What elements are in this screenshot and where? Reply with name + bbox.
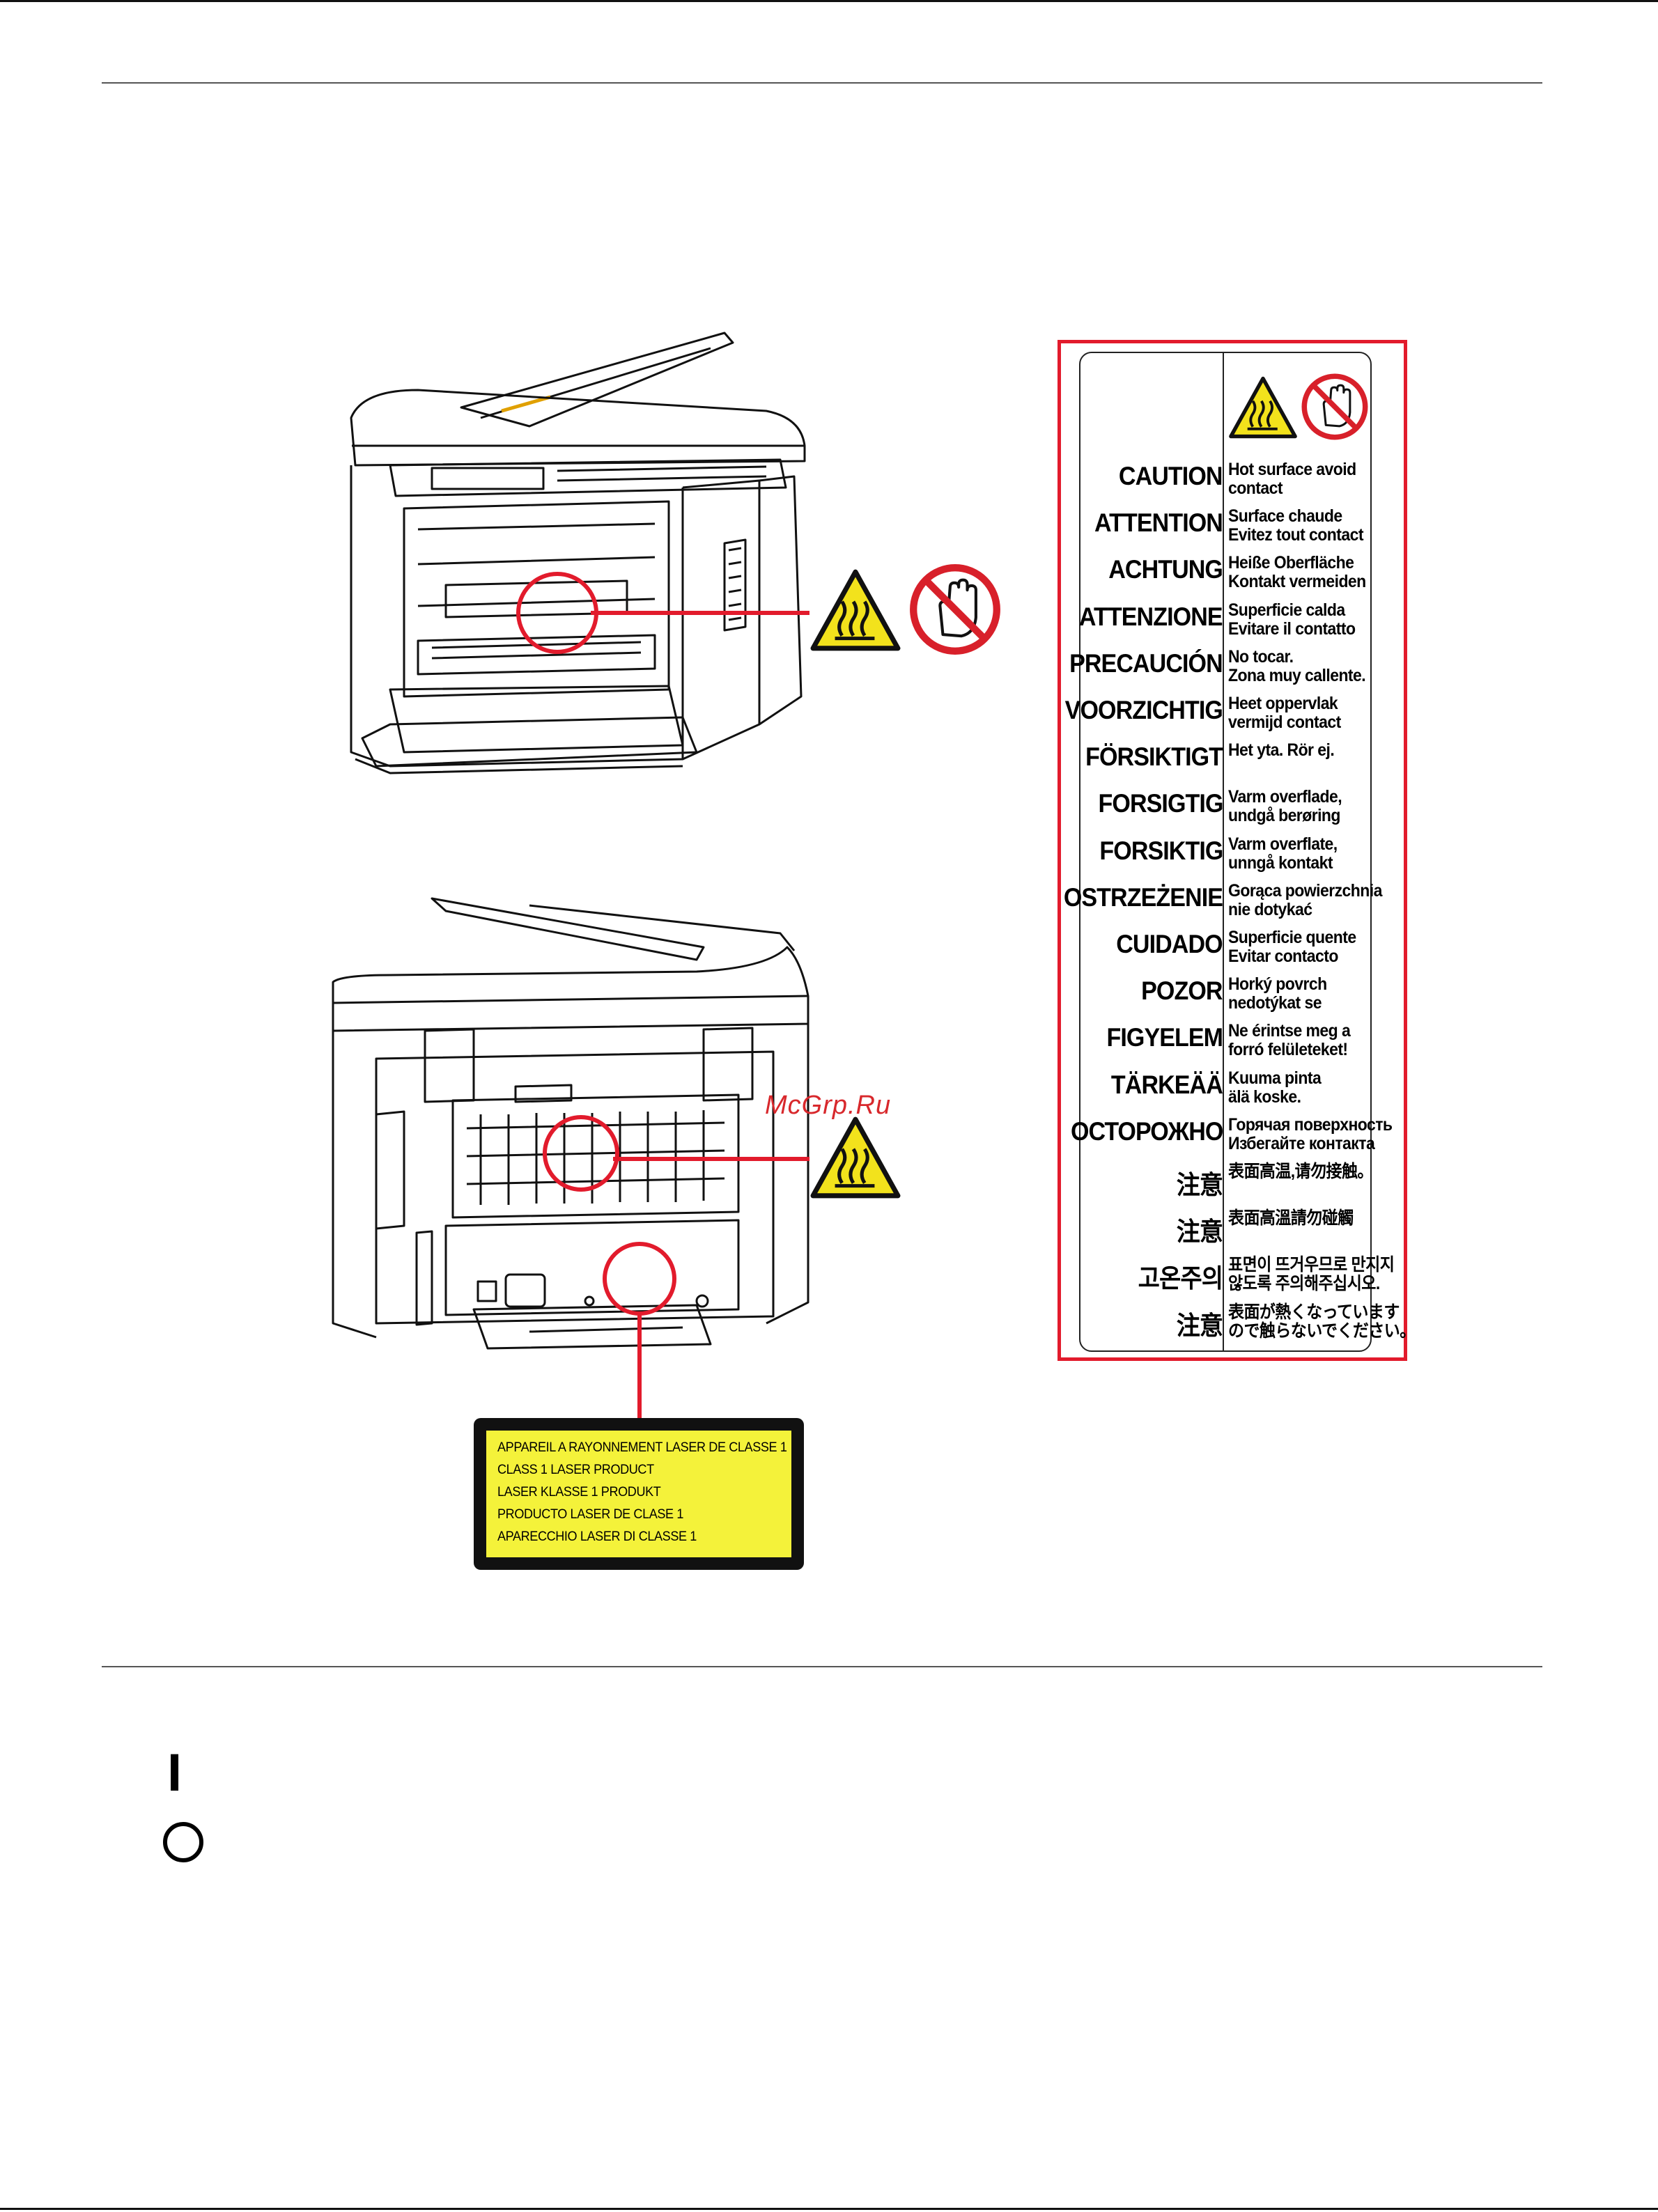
warning-word: VOORZICHTIG	[1064, 696, 1223, 724]
warning-word: POZOR	[1141, 976, 1223, 1006]
warning-word: OSTRZEŻENIE	[1063, 882, 1223, 912]
laser-label-highlight	[603, 1242, 676, 1316]
warning-message: Horký povrch nedotýkat se	[1228, 974, 1327, 1013]
warning-word: FÖRSIKTIGT	[1085, 742, 1223, 772]
laser-label-line: APARECCHIO LASER DI CLASSE 1	[497, 1529, 697, 1544]
warning-word: ОСТОРОЖНО	[1070, 1116, 1223, 1146]
caution-label-row: 注意表面が熱くなっています ので触らないでください。	[1080, 1302, 1416, 1348]
warning-message: Ne érintse meg a forró felületeket!	[1228, 1021, 1351, 1060]
printer-rear-drawing	[332, 897, 809, 1350]
printer-front-drawing	[350, 332, 806, 774]
warning-message: Gorąca powierzchnia nie dotykać	[1228, 880, 1382, 919]
caution-label-row: 注意表面高温,请勿接触。	[1080, 1161, 1374, 1207]
warning-message: Superficie quente Evitar contacto	[1228, 928, 1356, 966]
warning-word: ATTENZIONE	[1079, 602, 1223, 631]
warning-message: Kuuma pinta älä koske.	[1228, 1068, 1322, 1107]
laser-label-line: LASER KLASSE 1 PRODUKT	[497, 1485, 661, 1500]
warning-word: 注意	[1176, 1217, 1223, 1247]
label-hot-surface-icon	[1229, 376, 1297, 439]
warning-message: Varm overflate, unngå kontakt	[1228, 834, 1338, 873]
warning-word: CAUTION	[1119, 462, 1223, 490]
warning-message: Superficie calda Evitare il contatto	[1228, 600, 1356, 639]
warning-message: Het yta. Rör ej.	[1228, 740, 1335, 761]
warning-word: 注意	[1176, 1311, 1223, 1340]
warning-message: Surface chaude Evitez tout contact	[1228, 506, 1364, 545]
warning-message: Hot surface avoid contact	[1228, 460, 1356, 498]
laser-label-line: CLASS 1 LASER PRODUCT	[497, 1463, 654, 1477]
warning-message: 表面が熱くなっています ので触らないでください。	[1228, 1302, 1416, 1341]
warning-word: FORSIGTIG	[1098, 789, 1223, 818]
laser-product-label: APPAREIL A RAYONNEMENT LASER DE CLASSE 1…	[474, 1418, 804, 1570]
laser-label-line: PRODUCTO LASER DE CLASE 1	[497, 1507, 684, 1522]
warning-message: 表面高温,请勿接触。	[1228, 1162, 1373, 1181]
power-on-symbol: I	[167, 1743, 183, 1802]
top-edge-line	[0, 0, 1658, 2]
printer-illustrations	[332, 332, 1658, 1418]
power-off-symbol	[163, 1822, 203, 1862]
warning-message: Heiße Oberfläche Kontakt vermeiden	[1228, 553, 1366, 592]
warning-message: No tocar. Zona muy callente.	[1228, 646, 1366, 685]
label-divider	[1223, 353, 1224, 1350]
warning-message: 표면이 뜨거우므로 만지지 않도록 주의해주십시오.	[1228, 1255, 1395, 1294]
section-rule	[102, 1666, 1542, 1667]
laser-label-inner: APPAREIL A RAYONNEMENT LASER DE CLASSE 1…	[486, 1431, 791, 1557]
fuser-highlight-rear	[543, 1115, 619, 1192]
warning-word: ATTENTION	[1094, 508, 1223, 538]
bottom-edge-line	[0, 2208, 1658, 2210]
header-rule	[102, 82, 1542, 84]
warning-message: Heet oppervlak vermijd contact	[1228, 694, 1341, 732]
warning-word: CUIDADO	[1116, 930, 1223, 958]
laser-label-line: APPAREIL A RAYONNEMENT LASER DE CLASSE 1	[497, 1440, 787, 1455]
warning-word: TÄRKEÄÄ	[1111, 1070, 1223, 1099]
label-no-touch-icon	[1301, 373, 1368, 440]
warning-word: 注意	[1176, 1171, 1223, 1199]
warning-message: Varm overflade, undgå berøring	[1228, 787, 1342, 826]
warning-message: 表面高溫請勿碰觸	[1228, 1208, 1354, 1229]
warning-word: ACHTUNG	[1108, 555, 1223, 584]
caution-label-row: 注意表面高溫請勿碰觸	[1080, 1208, 1373, 1254]
warning-word: 고온주의	[1138, 1264, 1223, 1293]
warning-word: FORSIKTIG	[1099, 836, 1223, 865]
watermark: McGrp.Ru	[765, 1091, 892, 1120]
warning-word: PRECAUCIÓN	[1069, 648, 1223, 678]
warning-message: Горячая поверхность Избегайте контакта	[1228, 1114, 1393, 1153]
warning-word: FIGYELEM	[1106, 1023, 1223, 1052]
